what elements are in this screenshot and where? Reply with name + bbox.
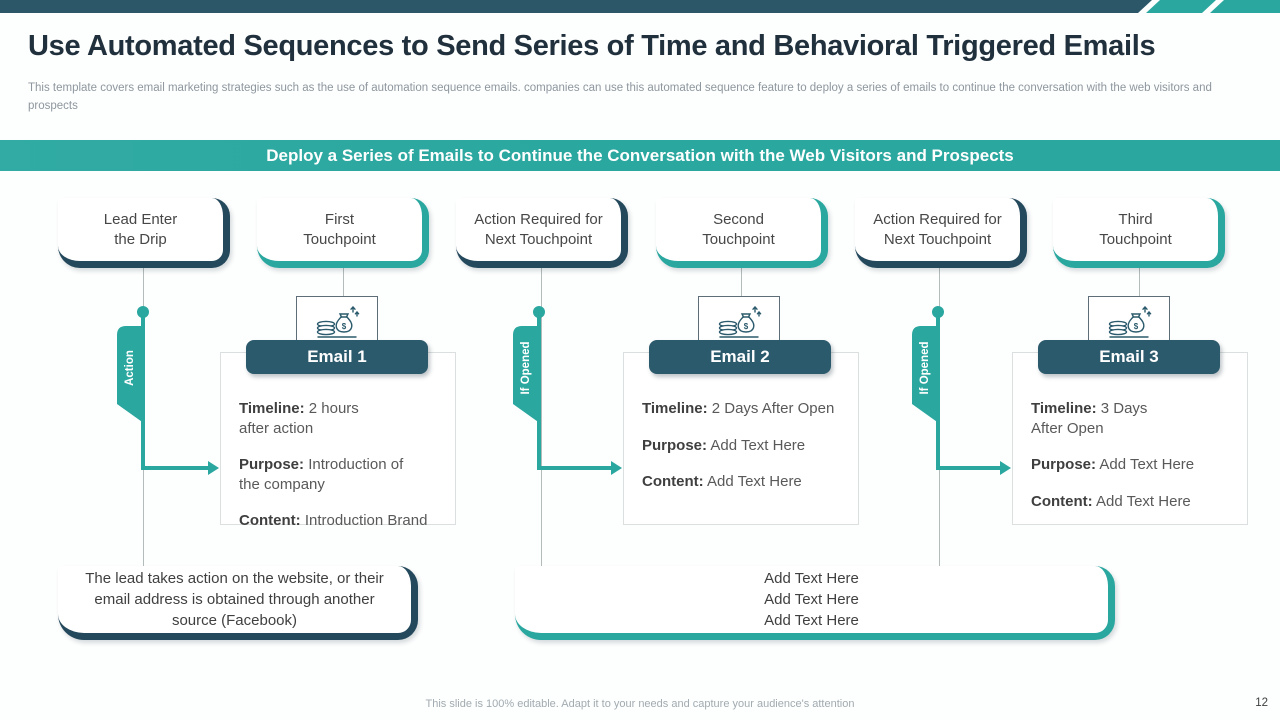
email-3-card: Timeline: 3 Days After Open Purpose: Add…: [1012, 352, 1248, 525]
field-label: Content:: [1031, 492, 1093, 510]
email-2-card: Timeline: 2 Days After Open Purpose: Add…: [623, 352, 859, 525]
connector-line: [541, 268, 542, 568]
flow-box-action-required-2: Action Required for Next Touchpoint: [855, 198, 1027, 268]
svg-text:$: $: [1134, 322, 1139, 331]
purpose-field: Purpose: Add Text Here: [1031, 455, 1237, 475]
field-label: Timeline:: [239, 400, 305, 417]
arrow-right-icon: [1000, 461, 1011, 475]
field-value: 2 hours after action: [239, 400, 359, 437]
add-text-callout: Add Text Here Add Text Here Add Text Her…: [515, 566, 1115, 640]
slide-title: Use Automated Sequences to Send Series o…: [28, 30, 1156, 62]
ribbon-label-if-opened: If Opened: [520, 341, 532, 395]
svg-text:$: $: [744, 322, 749, 331]
arrow-right-icon: [208, 461, 219, 475]
field-value: Introduction Brand: [304, 512, 428, 529]
field-value: Introduction of the company: [239, 456, 404, 493]
field-label: Purpose:: [1031, 456, 1097, 473]
field-label: Purpose:: [642, 436, 708, 454]
if-opened-ribbon: [912, 326, 940, 424]
flow-box-lead-enter-drip: Lead Enter the Drip: [58, 198, 230, 268]
field-label: Content:: [239, 512, 301, 529]
timeline-field: Timeline: 3 Days After Open: [1031, 399, 1237, 438]
field-value: Add Text Here: [1096, 492, 1191, 510]
footer-note: This slide is 100% editable. Adapt it to…: [425, 698, 855, 710]
ribbon-label-if-opened: If Opened: [919, 341, 931, 395]
timeline-field: Timeline: 2 hours after action: [239, 399, 445, 438]
lead-action-callout: The lead takes action on the website, or…: [58, 566, 418, 640]
email-1-header: Email 1: [246, 340, 428, 374]
flow-box-first-touchpoint: First Touchpoint: [257, 198, 429, 268]
email-3-header: Email 3: [1038, 340, 1220, 374]
purpose-field: Purpose: Introduction of the company: [239, 455, 445, 494]
arrow-right-icon: [611, 461, 622, 475]
content-field: Content: Add Text Here: [642, 472, 848, 492]
connector-line: [343, 268, 344, 298]
teal-connector: [936, 466, 1000, 470]
money-bag-coins-icon: $: [1108, 306, 1152, 338]
topbar-teal-segment-1: [1146, 0, 1216, 13]
svg-text:$: $: [342, 322, 347, 331]
field-label: Purpose:: [239, 456, 305, 473]
money-bag-coins-icon: $: [316, 306, 360, 338]
topbar-navy-segment: [0, 0, 1152, 13]
ribbon-label-action: Action: [124, 350, 136, 386]
teal-connector: [537, 466, 611, 470]
callout-line: Add Text Here: [764, 591, 859, 608]
callout-line: Add Text Here: [764, 612, 859, 629]
timeline-field: Timeline: 2 Days After Open: [642, 399, 848, 419]
flow-box-third-touchpoint: Third Touchpoint: [1053, 198, 1225, 268]
if-opened-ribbon: [513, 326, 541, 424]
teal-connector: [141, 466, 209, 470]
field-label: Timeline:: [642, 400, 708, 417]
flow-box-action-required-1: Action Required for Next Touchpoint: [456, 198, 628, 268]
field-label: Content:: [642, 473, 704, 490]
topbar-teal-segment-2: [1210, 0, 1280, 13]
money-bag-coins-icon: $: [718, 306, 762, 338]
field-value: Add Text Here: [707, 473, 802, 490]
content-field: Content: Introduction Brand: [239, 511, 445, 531]
field-value: Add Text Here: [1099, 456, 1195, 473]
content-field: Content: Add Text Here: [1031, 492, 1237, 512]
field-value: 3 Days After Open: [1031, 400, 1148, 437]
callout-line: Add Text Here: [764, 570, 859, 587]
email-2-header: Email 2: [649, 340, 831, 374]
field-value: 2 Days After Open: [711, 400, 835, 417]
purpose-field: Purpose: Add Text Here: [642, 436, 848, 456]
section-banner: Deploy a Series of Emails to Continue th…: [0, 140, 1280, 171]
field-value: Add Text Here: [710, 436, 806, 454]
email-1-card: Timeline: 2 hours after action Purpose: …: [220, 352, 456, 529]
page-number: 12: [1255, 697, 1268, 709]
connector-line: [741, 268, 742, 298]
action-ribbon: [117, 326, 145, 424]
connector-line: [1139, 268, 1140, 298]
field-label: Timeline:: [1031, 400, 1097, 417]
slide-subtitle: This template covers email marketing str…: [28, 82, 1212, 112]
flow-box-second-touchpoint: Second Touchpoint: [656, 198, 828, 268]
